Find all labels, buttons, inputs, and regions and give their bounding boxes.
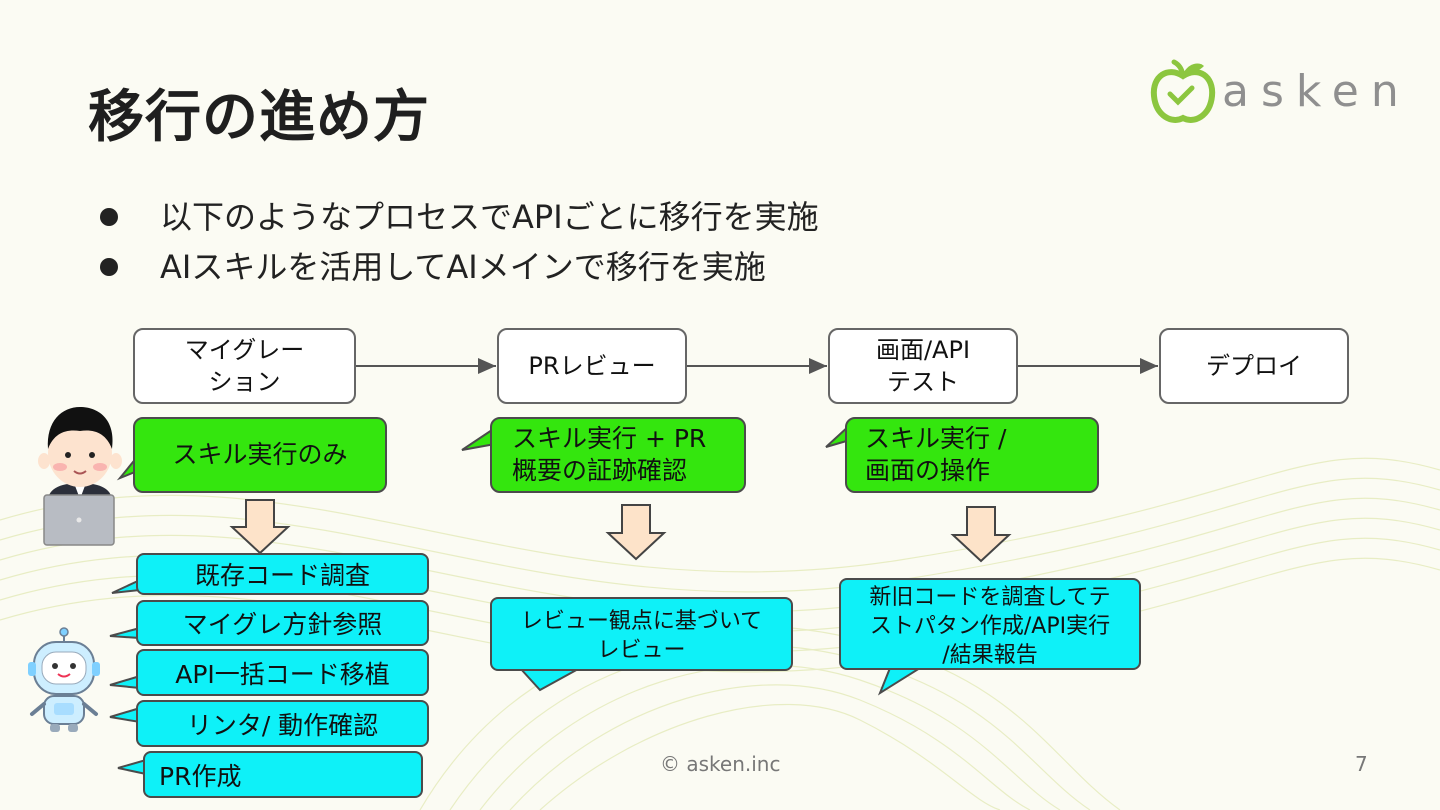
ai-step: 既存コード調査 [136,553,429,595]
stage-deploy: デプロイ [1159,328,1349,404]
task-label: 画面の操作 [865,456,991,485]
stage-migration: マイグレーション [133,328,356,404]
page-number: 7 [1355,752,1368,776]
bullet-item: 以下のようなプロセスでAPIごとに移行を実施 [100,192,819,242]
task-label: スキル実行 + PR [512,424,707,453]
apple-logo-icon [1150,59,1216,123]
ai-step: マイグレ方針参照 [136,600,429,646]
ai-step: PR作成 [143,751,423,798]
ai-step: API一括コード移植 [136,649,429,696]
task-label: スキル実行 / [865,424,1007,453]
task-label: 概要の証跡確認 [512,456,688,485]
human-task-test: スキル実行 / 画面の操作 [845,417,1099,493]
human-task-pr-review: スキル実行 + PR 概要の証跡確認 [490,417,746,493]
ai-step: リンタ/ 動作確認 [136,700,429,747]
logo-text: asken [1222,66,1411,117]
bullet-dot [100,258,118,276]
ai-step-label: マイグレ方針参照 [182,610,383,639]
businessman-with-laptop-icon [38,407,122,546]
ai-review-label: レビュー観点に基づいて [520,609,763,634]
ai-step-label: PR作成 [159,761,242,791]
ai-step-label: リンタ/ 動作確認 [186,710,379,740]
ai-test-label: /結果報告 [942,643,1038,668]
footer-copyright: © asken.inc [660,752,781,776]
bullet-text: AIスキルを活用してAIメインで移行を実施 [160,248,766,286]
ai-review-bubble: レビュー観点に基づいて レビュー [490,597,793,671]
task-label: スキル実行のみ [172,440,348,469]
ai-step-label: 既存コード調査 [194,561,370,590]
human-task-migration: スキル実行のみ [133,417,387,493]
stage-label: デプロイ [1206,352,1302,380]
ai-test-label: 新旧コードを調査してテ [869,585,1111,610]
stage-screen-api-test: 画面/API テスト [828,328,1018,404]
robot-icon [28,627,100,732]
stage-label: テスト [887,368,959,396]
company-logo: asken [1148,58,1399,128]
stage-label: 画面/API [875,336,971,364]
stage-label: PRレビュー [528,352,656,380]
stage-label: マイグレー [184,336,305,364]
ai-test-bubble: 新旧コードを調査してテ ストパタン作成/API実行 /結果報告 [839,578,1141,670]
bullet-text: 以下のようなプロセスでAPIごとに移行を実施 [160,198,819,236]
bullet-dot [100,208,118,226]
ai-test-label: ストパタン作成/API実行 [869,614,1111,639]
bullet-item: AIスキルを活用してAIメインで移行を実施 [100,242,819,292]
page-title: 移行の進め方 [88,85,430,150]
stage-pr-review: PRレビュー [497,328,687,404]
ai-step-label: API一括コード移植 [175,659,390,689]
stage-label: ション [208,368,281,396]
ai-review-label: レビュー [597,638,686,663]
bullet-list: 以下のようなプロセスでAPIごとに移行を実施 AIスキルを活用してAIメインで移… [100,192,819,292]
